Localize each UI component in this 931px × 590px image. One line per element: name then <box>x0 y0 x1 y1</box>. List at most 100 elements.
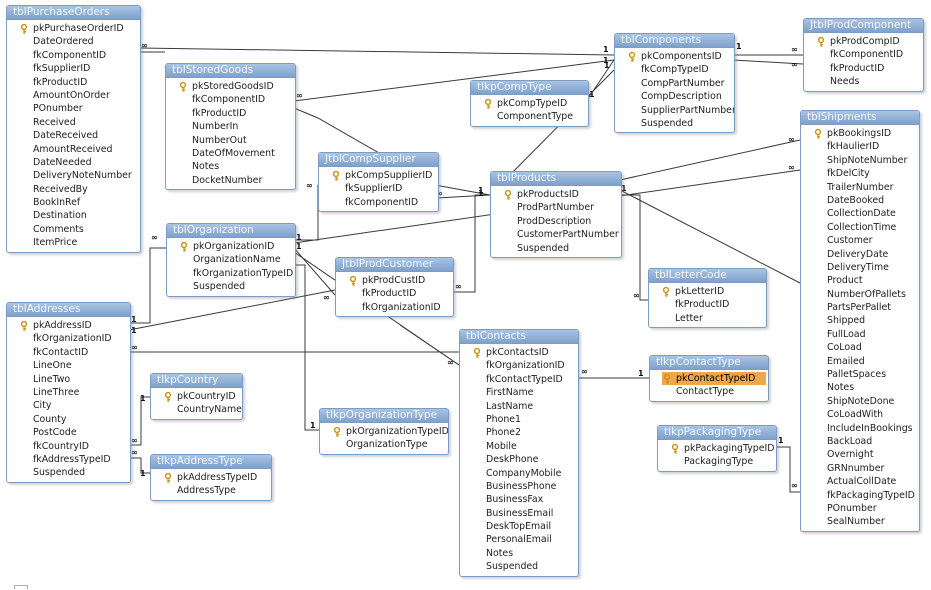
field-row[interactable]: LineOne <box>19 359 126 372</box>
field-row[interactable]: fkSupplierID <box>331 182 434 195</box>
field-row[interactable]: OrganizationName <box>179 253 291 266</box>
table-title[interactable]: tblPurchaseOrders <box>7 6 140 20</box>
field-row[interactable]: Mobile <box>472 440 574 453</box>
field-row[interactable]: DeliveryNoteNumber <box>19 169 136 182</box>
field-row[interactable]: fkComponentID <box>816 48 919 61</box>
field-row[interactable]: Emailed <box>813 355 915 368</box>
field-row[interactable]: Notes <box>472 547 574 560</box>
field-row[interactable]: NumberOut <box>178 134 291 147</box>
primary-key-field[interactable]: pkProdCompID <box>816 35 919 48</box>
table-title[interactable]: tblShipments <box>801 111 919 125</box>
field-row[interactable]: BackLoad <box>813 435 915 448</box>
primary-key-field[interactable]: pkLetterID <box>661 285 762 298</box>
field-row[interactable]: fkOrganizationID <box>19 332 126 345</box>
table-title[interactable]: JtblCompSupplier <box>319 153 438 167</box>
field-row[interactable]: County <box>19 413 126 426</box>
primary-key-field[interactable]: pkProductsID <box>503 188 617 201</box>
primary-key-field[interactable]: pkPackagingTypeID <box>670 442 774 455</box>
field-row[interactable]: Suspended <box>627 117 730 130</box>
field-row[interactable]: fkOrganizationID <box>348 301 449 314</box>
relationship-line[interactable] <box>775 446 800 493</box>
primary-key-field[interactable]: pkProdCustID <box>348 274 449 287</box>
field-row[interactable]: ComponentType <box>483 110 584 123</box>
field-row[interactable]: FirstName <box>472 386 574 399</box>
field-row[interactable]: BusinessPhone <box>472 480 574 493</box>
field-row[interactable]: TrailerNumber <box>813 181 915 194</box>
field-row[interactable]: BookInRef <box>19 196 136 209</box>
field-row[interactable]: DocketNumber <box>178 174 291 187</box>
field-row[interactable]: CompanyMobile <box>472 467 574 480</box>
field-row[interactable]: OrganizationType <box>332 438 444 451</box>
field-row[interactable]: fkComponentID <box>19 49 136 62</box>
field-row[interactable]: BusinessEmail <box>472 507 574 520</box>
field-row[interactable]: fkContactTypeID <box>472 373 574 386</box>
primary-key-field[interactable]: pkCompSupplierID <box>331 169 434 182</box>
field-row[interactable]: fkProductID <box>348 287 449 300</box>
field-row[interactable]: CompPartNumber <box>627 77 730 90</box>
field-row[interactable]: ShipNoteNumber <box>813 154 915 167</box>
field-row[interactable]: Phone2 <box>472 426 574 439</box>
field-row[interactable]: CollectionDate <box>813 207 915 220</box>
primary-key-field[interactable]: pkContactsID <box>472 346 574 359</box>
field-row[interactable]: POnumber <box>813 502 915 515</box>
field-row[interactable]: fkDelCity <box>813 167 915 180</box>
relationship-line[interactable] <box>294 185 319 241</box>
relationship-line[interactable] <box>732 59 804 65</box>
relationship-line[interactable] <box>452 194 490 293</box>
relationship-line[interactable] <box>129 457 150 474</box>
field-row[interactable]: fkHaulierID <box>813 140 915 153</box>
field-row[interactable]: fkProductID <box>178 107 291 120</box>
primary-key-field[interactable]: pkAddressID <box>19 319 126 332</box>
field-row[interactable]: NumberIn <box>178 120 291 133</box>
primary-key-field[interactable]: pkBookingsID <box>813 127 915 140</box>
table-title[interactable]: tblComponents <box>615 34 734 48</box>
field-row[interactable]: DateBooked <box>813 194 915 207</box>
field-row[interactable]: CountryName <box>163 403 242 416</box>
table-title[interactable]: tlkpCountry <box>151 374 242 388</box>
field-row[interactable]: LastName <box>472 400 574 413</box>
field-row[interactable]: CompDescription <box>627 90 730 103</box>
field-row[interactable]: LineTwo <box>19 373 126 386</box>
relationship-line[interactable] <box>620 194 648 301</box>
table-title[interactable]: tblStoredGoods <box>166 64 295 78</box>
primary-key-field[interactable]: pkAddressTypeID <box>163 471 267 484</box>
primary-key-field[interactable]: pkStoredGoodsID <box>178 80 291 93</box>
relationship-line[interactable] <box>139 47 615 56</box>
field-row[interactable]: Customer <box>813 234 915 247</box>
field-row[interactable]: ProdDescription <box>503 215 617 228</box>
field-row[interactable]: Suspended <box>179 280 291 293</box>
relationship-line[interactable] <box>619 139 801 181</box>
field-row[interactable]: GRNnumber <box>813 462 915 475</box>
table-title[interactable]: JtblProdComponent <box>804 19 923 33</box>
field-row[interactable]: PostCode <box>19 426 126 439</box>
table-title[interactable]: tlkpCompType <box>471 81 588 95</box>
primary-key-field[interactable]: pkOrganizationTypeID <box>332 425 448 438</box>
field-row[interactable]: Product <box>813 274 915 287</box>
field-row[interactable]: AddressType <box>163 484 267 497</box>
field-row[interactable]: fkCountryID <box>19 440 126 453</box>
field-row[interactable]: DeliveryDate <box>813 248 915 261</box>
field-row[interactable]: NumberOfPallets <box>813 288 915 301</box>
field-row[interactable]: fkProductID <box>661 298 762 311</box>
field-row[interactable]: fkProductID <box>19 76 136 89</box>
relationship-line[interactable] <box>399 324 460 366</box>
table-title[interactable]: tblContacts <box>460 330 578 344</box>
field-row[interactable]: CollectionTime <box>813 221 915 234</box>
field-row[interactable]: FullLoad <box>813 328 915 341</box>
table-title[interactable]: tlkpContactType <box>650 356 768 370</box>
field-row[interactable]: SealNumber <box>813 515 915 528</box>
field-row[interactable]: PartsPerPallet <box>813 301 915 314</box>
table-title[interactable]: tlkpPackagingType <box>658 426 776 440</box>
field-row[interactable]: Notes <box>178 160 291 173</box>
field-row[interactable]: BusinessFax <box>472 493 574 506</box>
field-row[interactable]: fkSupplierID <box>19 62 136 75</box>
